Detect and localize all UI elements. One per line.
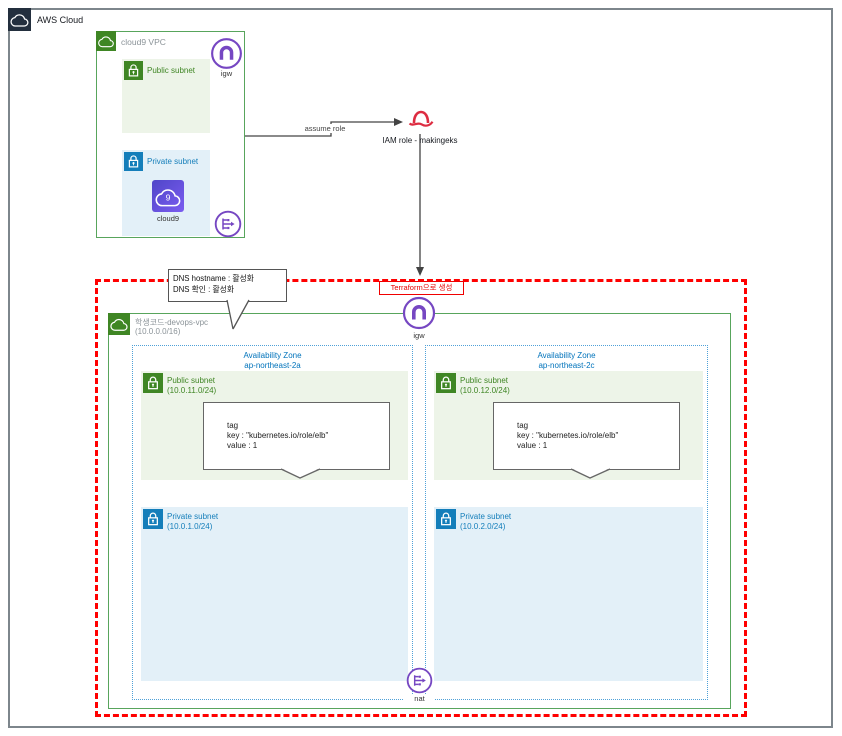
- devops-nat-label: nat: [404, 694, 435, 703]
- private-subnet-2a-label: Private subnet: [167, 512, 219, 521]
- public-subnet-icon: [436, 373, 456, 393]
- dns-resolution-line: DNS 확인 : 활성화: [173, 285, 234, 294]
- vpc-icon: [96, 31, 116, 51]
- internet-gateway-icon: [210, 37, 243, 70]
- public-subnet-2c-label: Public subnet: [460, 376, 509, 385]
- cloud9-instance-label: cloud9: [156, 214, 180, 223]
- private-subnet-icon: [124, 152, 143, 171]
- public-subnet-2a-cidr: (10.0.11.0/24): [167, 386, 217, 395]
- az-title-text: Availability Zone: [243, 351, 302, 360]
- aws-cloud-container: [8, 8, 833, 728]
- tag-line: tag: [227, 421, 239, 430]
- terraform-label-box: Terraform으로 생성: [379, 281, 464, 295]
- public-subnet-icon: [124, 61, 143, 80]
- tag-key-line: key : "kubernetes.io/role/elb": [517, 431, 619, 440]
- az-box-2c: [425, 345, 708, 700]
- az-title-text: Availability Zone: [537, 351, 596, 360]
- terraform-scope-box: [95, 279, 747, 717]
- tag-value-line: value : 1: [227, 441, 258, 450]
- devops-vpc-cidr: (10.0.0.0/16): [135, 327, 181, 336]
- tag-note-2a-text: tag key : "kubernetes.io/role/elb" value…: [227, 421, 328, 451]
- cloud9-vpc-title: cloud9 VPC: [121, 37, 166, 47]
- private-subnet-2c-label: Private subnet: [460, 512, 512, 521]
- tag-key-line: key : "kubernetes.io/role/elb": [227, 431, 329, 440]
- az-2c-title: Availability Zone ap-northeast-2c: [425, 351, 708, 371]
- private-subnet-2c-cidr: (10.0.2.0/24): [460, 522, 506, 531]
- assume-role-label: assume role: [299, 124, 351, 133]
- tag-value-line: value : 1: [517, 441, 548, 450]
- cloud9-public-subnet-label: Public subnet: [147, 66, 196, 75]
- devops-igw-label: igw: [413, 331, 425, 340]
- dns-callout-box: DNS hostname : 활성화 DNS 확인 : 활성화: [168, 269, 287, 302]
- public-subnet-2a-label: Public subnet: [167, 376, 216, 385]
- nat-gateway-icon: [214, 210, 242, 238]
- tag-note-2a: [203, 402, 390, 470]
- az-box-2a: [132, 345, 413, 700]
- az-name-text: ap-northeast-2a: [244, 361, 301, 370]
- cloud9-igw-label: igw: [220, 69, 233, 78]
- public-subnet-2c-cidr: (10.0.12.0/24): [460, 386, 510, 395]
- private-subnet-2a-cidr: (10.0.1.0/24): [167, 522, 213, 531]
- private-subnet-2c: [434, 507, 703, 681]
- vpc-icon: [108, 313, 130, 335]
- aws-cloud-label: AWS Cloud: [37, 15, 84, 25]
- private-subnet-icon: [436, 509, 456, 529]
- cloud9-private-subnet-label: Private subnet: [147, 157, 199, 166]
- private-subnet-2a: [141, 507, 408, 681]
- iam-role-icon: [404, 102, 438, 134]
- nat-gateway-icon: [406, 667, 433, 694]
- iam-role-label: IAM role - makingeks: [382, 136, 458, 145]
- devops-vpc-title: 학생코드-devops-vpc: [135, 318, 209, 327]
- tag-line: tag: [517, 421, 529, 430]
- tag-note-2c-text: tag key : "kubernetes.io/role/elb" value…: [517, 421, 618, 451]
- internet-gateway-icon: [402, 296, 436, 330]
- az-name-text: ap-northeast-2c: [538, 361, 595, 370]
- public-subnet-icon: [143, 373, 163, 393]
- az-2a-title: Availability Zone ap-northeast-2a: [132, 351, 413, 371]
- svg-text:9: 9: [166, 193, 171, 203]
- cloud9-icon: 9: [152, 180, 184, 212]
- dns-hostname-line: DNS hostname : 활성화: [173, 274, 254, 283]
- private-subnet-icon: [143, 509, 163, 529]
- aws-cloud-icon: [8, 8, 31, 31]
